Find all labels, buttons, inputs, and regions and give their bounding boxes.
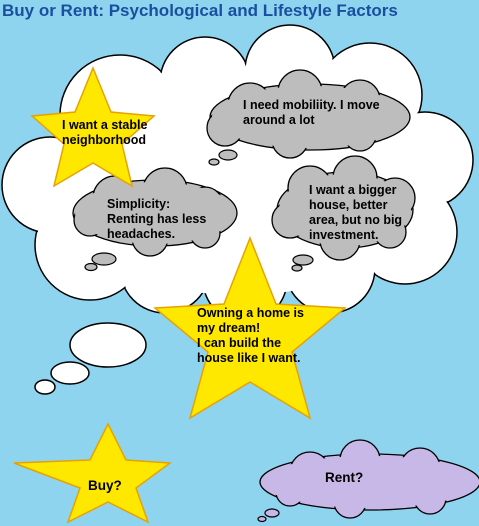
factor-simplicity: Simplicity: Renting has less headaches. (107, 197, 206, 242)
simplicity-cloud-trail (84, 252, 117, 272)
star-dream (153, 235, 347, 420)
factor-line: area, but no big (309, 213, 403, 227)
page-title: Buy or Rent: Psychological and Lifestyle… (2, 1, 398, 20)
factor-line: neighborhood (62, 133, 147, 147)
factor-line: I need mobiliity. I move (243, 98, 380, 112)
factor-line: house, better (309, 198, 388, 212)
factor-line: Simplicity: (107, 197, 171, 211)
mobility-cloud-trail (208, 149, 238, 166)
star-buy (13, 422, 173, 524)
factor-line: I can build the (197, 336, 282, 350)
mobility-cloud-fill (208, 71, 408, 157)
rent-cloud-fill (262, 441, 478, 517)
factor-line: around a lot (243, 113, 315, 127)
factor-line: I want a stable (62, 118, 148, 132)
factor-line: house like I want. (197, 351, 301, 365)
factor-line: my dream! (197, 321, 261, 335)
factor-line: Owning a home is (197, 306, 304, 320)
choice-buy: Buy? (88, 478, 122, 493)
simplicity-cloud-fill (75, 169, 235, 255)
factor-mobility: I need mobiliity. I move around a lot (243, 98, 380, 128)
rent-cloud-trail (257, 508, 280, 523)
factor-line: headaches. (107, 227, 176, 241)
bigger-house-cloud-fill (273, 157, 414, 259)
factor-bigger-house: I want a bigger house, better area, but … (309, 183, 402, 243)
main-cloud-trail (34, 322, 147, 395)
factor-stable-neighborhood: I want a stable neighborhood (62, 118, 147, 148)
factor-line: investment. (309, 228, 379, 242)
factor-line: I want a bigger (309, 183, 397, 197)
choice-rent: Rent? (325, 470, 364, 485)
bigger-house-cloud-trail (291, 254, 314, 272)
factor-line: Renting has less (107, 212, 207, 226)
star-stable-neighborhood (30, 66, 156, 188)
factor-dream: Owning a home is my dream! I can build t… (197, 306, 304, 366)
